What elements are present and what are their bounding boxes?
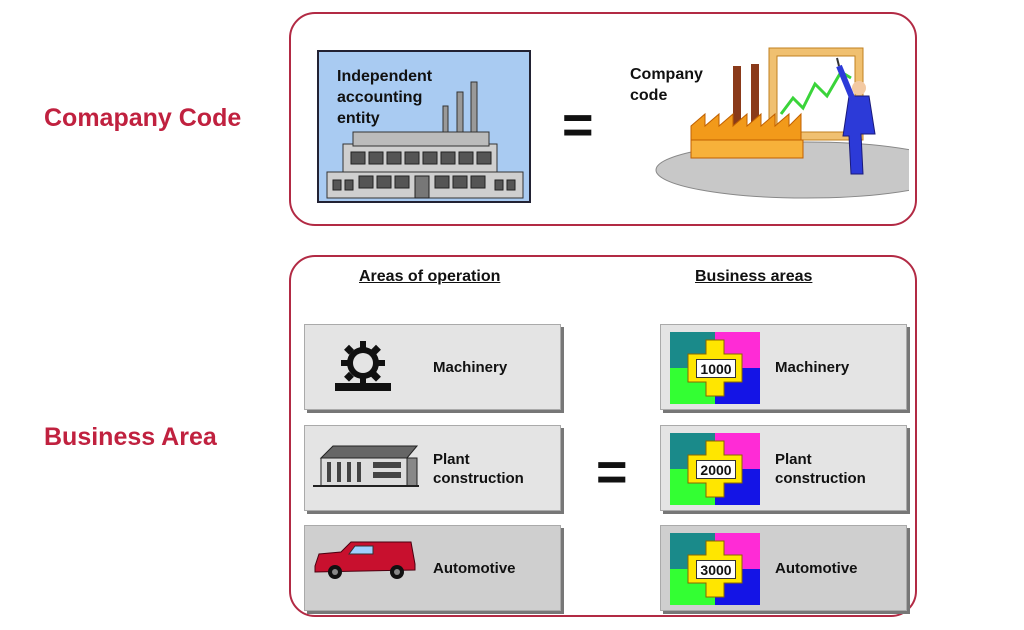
operation-label-machinery: Machinery (433, 359, 508, 376)
business-area-code-3000: 3000 (696, 560, 736, 579)
entity-line-3: entity (337, 110, 380, 127)
accounting-entity-box: Independent accounting entity (317, 50, 531, 203)
company-equals-sign: = (562, 95, 594, 155)
company-code-line-1: Company (630, 66, 703, 83)
operation-label-construction: construction (433, 470, 524, 487)
business-area-label: Business Area (44, 423, 217, 451)
business-area-box-1000: 1000 Machinery (660, 324, 907, 410)
company-code-label: Comapany Code (44, 104, 242, 132)
entity-line-1: Independent (337, 68, 433, 85)
business-equals-sign: = (596, 442, 628, 502)
operation-box-machinery: Machinery (304, 324, 561, 410)
business-area-code-1000: 1000 (696, 359, 736, 378)
business-area-code-2000: 2000 (696, 460, 736, 479)
entity-line-2: accounting (337, 89, 423, 106)
business-area-label-automotive: Automotive (775, 560, 858, 577)
company-code-line-2: code (630, 87, 668, 104)
business-area-label-construction: construction (775, 470, 866, 487)
company-code-panel: Independent accounting entity = (289, 12, 917, 226)
business-area-label-machinery: Machinery (775, 359, 850, 376)
business-area-panel: Areas of operation Business areas Machin… (289, 255, 917, 617)
operation-box-plant-construction: Plant construction (304, 425, 561, 511)
business-area-label-plant: Plant (775, 451, 812, 468)
business-area-box-2000: 2000 Plant construction (660, 425, 907, 511)
gear-icon (335, 341, 391, 391)
puzzle-icon: 3000 (670, 533, 760, 605)
operation-label-automotive: Automotive (433, 560, 516, 577)
puzzle-icon: 1000 (670, 332, 760, 404)
car-icon (314, 541, 416, 579)
areas-of-operation-heading: Areas of operation (359, 268, 501, 285)
operation-box-automotive: Automotive (304, 525, 561, 611)
puzzle-icon: 2000 (670, 433, 760, 505)
plant-building-icon (313, 445, 419, 487)
business-area-box-3000: 3000 Automotive (660, 525, 907, 611)
factory-icon (326, 81, 524, 199)
business-areas-heading: Business areas (695, 268, 813, 285)
company-code-illustration-icon (655, 47, 909, 199)
operation-label-plant: Plant (433, 451, 470, 468)
